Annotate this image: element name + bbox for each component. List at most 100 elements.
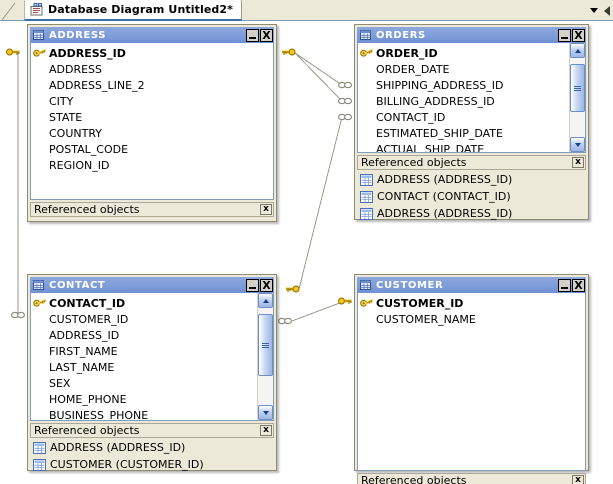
column-row[interactable]: ESTIMATED_SHIP_DATE	[360, 125, 569, 141]
close-button[interactable]: X	[260, 278, 273, 292]
link-customer-contact	[291, 300, 346, 322]
key-icon	[33, 297, 46, 310]
column-row[interactable]: SHIPPING_ADDRESS_ID	[360, 77, 569, 93]
column-row-primary-key[interactable]: ADDRESS_ID	[33, 45, 273, 61]
column-row[interactable]: ADDRESS_LINE_2	[33, 77, 273, 93]
panel-close-icon[interactable]: x	[572, 475, 584, 484]
column-name: ACTUAL_SHIP_DATE	[376, 142, 485, 153]
column-name: CUSTOMER_ID	[49, 312, 129, 326]
table-titlebar[interactable]: CUSTOMER X	[357, 277, 586, 293]
column-row[interactable]: HOME_PHONE	[33, 391, 257, 407]
minimize-button[interactable]	[558, 28, 571, 42]
table-title: CUSTOMER	[376, 279, 444, 291]
column-row[interactable]: SEX	[33, 375, 257, 391]
minimize-button[interactable]	[246, 278, 259, 292]
referenced-objects-bar[interactable]: Referenced objects x	[357, 473, 586, 484]
close-button[interactable]: X	[260, 28, 273, 42]
column-row[interactable]: STATE	[33, 109, 273, 125]
scrollbar-track[interactable]	[258, 308, 273, 405]
scroll-up-button[interactable]	[258, 293, 273, 308]
column-name: BUSINESS_PHONE	[49, 408, 149, 421]
column-row[interactable]: REGION_ID	[33, 157, 273, 173]
panel-close-icon[interactable]: x	[260, 204, 272, 215]
scrollbar-track[interactable]	[570, 58, 585, 137]
column-row[interactable]: ADDRESS_ID	[33, 327, 257, 343]
column-row[interactable]: FIRST_NAME	[33, 343, 257, 359]
column-row[interactable]: ORDER_DATE	[360, 61, 569, 77]
close-button[interactable]: X	[572, 278, 585, 292]
column-row[interactable]: BUSINESS_PHONE	[33, 407, 257, 421]
column-row[interactable]: ADDRESS	[33, 61, 273, 77]
column-name: SEX	[49, 376, 71, 390]
column-row[interactable]: COUNTRY	[33, 125, 273, 141]
referenced-object-label: ADDRESS (ADDRESS_ID)	[377, 173, 513, 186]
column-name: CUSTOMER_NAME	[376, 312, 476, 326]
column-row[interactable]: CITY	[33, 93, 273, 109]
table-icon	[33, 458, 46, 471]
referenced-object-item[interactable]: ADDRESS (ADDRESS_ID)	[358, 171, 586, 188]
column-row[interactable]: CUSTOMER_ID	[33, 311, 257, 327]
tab-bar: Database Diagram Untitled2*	[0, 0, 613, 21]
column-row-primary-key[interactable]: ORDER_ID	[360, 45, 569, 61]
referenced-objects-label: Referenced objects	[361, 474, 467, 484]
chevron-down-icon[interactable]	[590, 8, 598, 13]
vertical-scrollbar[interactable]	[569, 43, 585, 152]
column-name: ORDER_DATE	[376, 62, 450, 76]
tab-database-diagram[interactable]: Database Diagram Untitled2*	[24, 0, 242, 21]
scrollbar-thumb[interactable]	[258, 314, 273, 376]
key-icon	[360, 297, 373, 310]
referenced-object-item[interactable]: CUSTOMER (CUSTOMER_ID)	[31, 456, 274, 473]
column-row[interactable]: CUSTOMER_NAME	[360, 311, 585, 327]
many-icon-orders-billing	[337, 97, 353, 105]
referenced-object-item[interactable]: ADDRESS (ADDRESS_ID)	[358, 205, 586, 222]
column-row-primary-key[interactable]: CUSTOMER_ID	[360, 295, 585, 311]
column-name: LAST_NAME	[49, 360, 115, 374]
column-name: HOME_PHONE	[49, 392, 127, 406]
referenced-object-item[interactable]: CONTACT (CONTACT_ID)	[358, 188, 586, 205]
scroll-down-button[interactable]	[570, 137, 585, 152]
column-row[interactable]: LAST_NAME	[33, 359, 257, 375]
table-icon	[360, 190, 373, 203]
tab-bar-controls	[590, 0, 610, 21]
column-row[interactable]: BILLING_ADDRESS_ID	[360, 93, 569, 109]
vertical-scrollbar[interactable]	[257, 293, 273, 420]
column-row[interactable]: ACTUAL_SHIP_DATE	[360, 141, 569, 153]
column-name: ADDRESS	[49, 62, 103, 76]
scroll-down-button[interactable]	[258, 405, 273, 420]
referenced-objects-bar[interactable]: Referenced objects x	[30, 423, 274, 438]
chevron-left-icon[interactable]	[604, 5, 610, 16]
panel-close-icon[interactable]: x	[260, 425, 272, 436]
column-row-primary-key[interactable]: CONTACT_ID	[33, 295, 257, 311]
scroll-up-button[interactable]	[570, 43, 585, 58]
minimize-button[interactable]	[246, 28, 259, 42]
referenced-objects-list: ADDRESS (ADDRESS_ID)CUSTOMER (CUSTOMER_I…	[30, 438, 274, 473]
referenced-objects-label: Referenced objects	[34, 424, 140, 437]
table-titlebar[interactable]: ORDERS X	[357, 27, 586, 43]
column-name: ADDRESS_LINE_2	[49, 78, 145, 92]
key-icon-customer-left	[338, 297, 352, 305]
table-title: ORDERS	[376, 29, 426, 41]
panel-close-icon[interactable]: x	[572, 157, 584, 168]
minimize-button[interactable]	[558, 278, 571, 292]
close-button[interactable]: X	[572, 28, 585, 42]
scrollbar-thumb[interactable]	[570, 64, 585, 112]
referenced-object-item[interactable]: ADDRESS (ADDRESS_ID)	[31, 439, 274, 456]
column-row[interactable]: CONTACT_ID	[360, 109, 569, 125]
table-icon	[360, 280, 371, 290]
column-row[interactable]: POSTAL_CODE	[33, 141, 273, 157]
column-name: CONTACT_ID	[376, 110, 446, 124]
link-address-orders-shipping	[294, 52, 343, 86]
